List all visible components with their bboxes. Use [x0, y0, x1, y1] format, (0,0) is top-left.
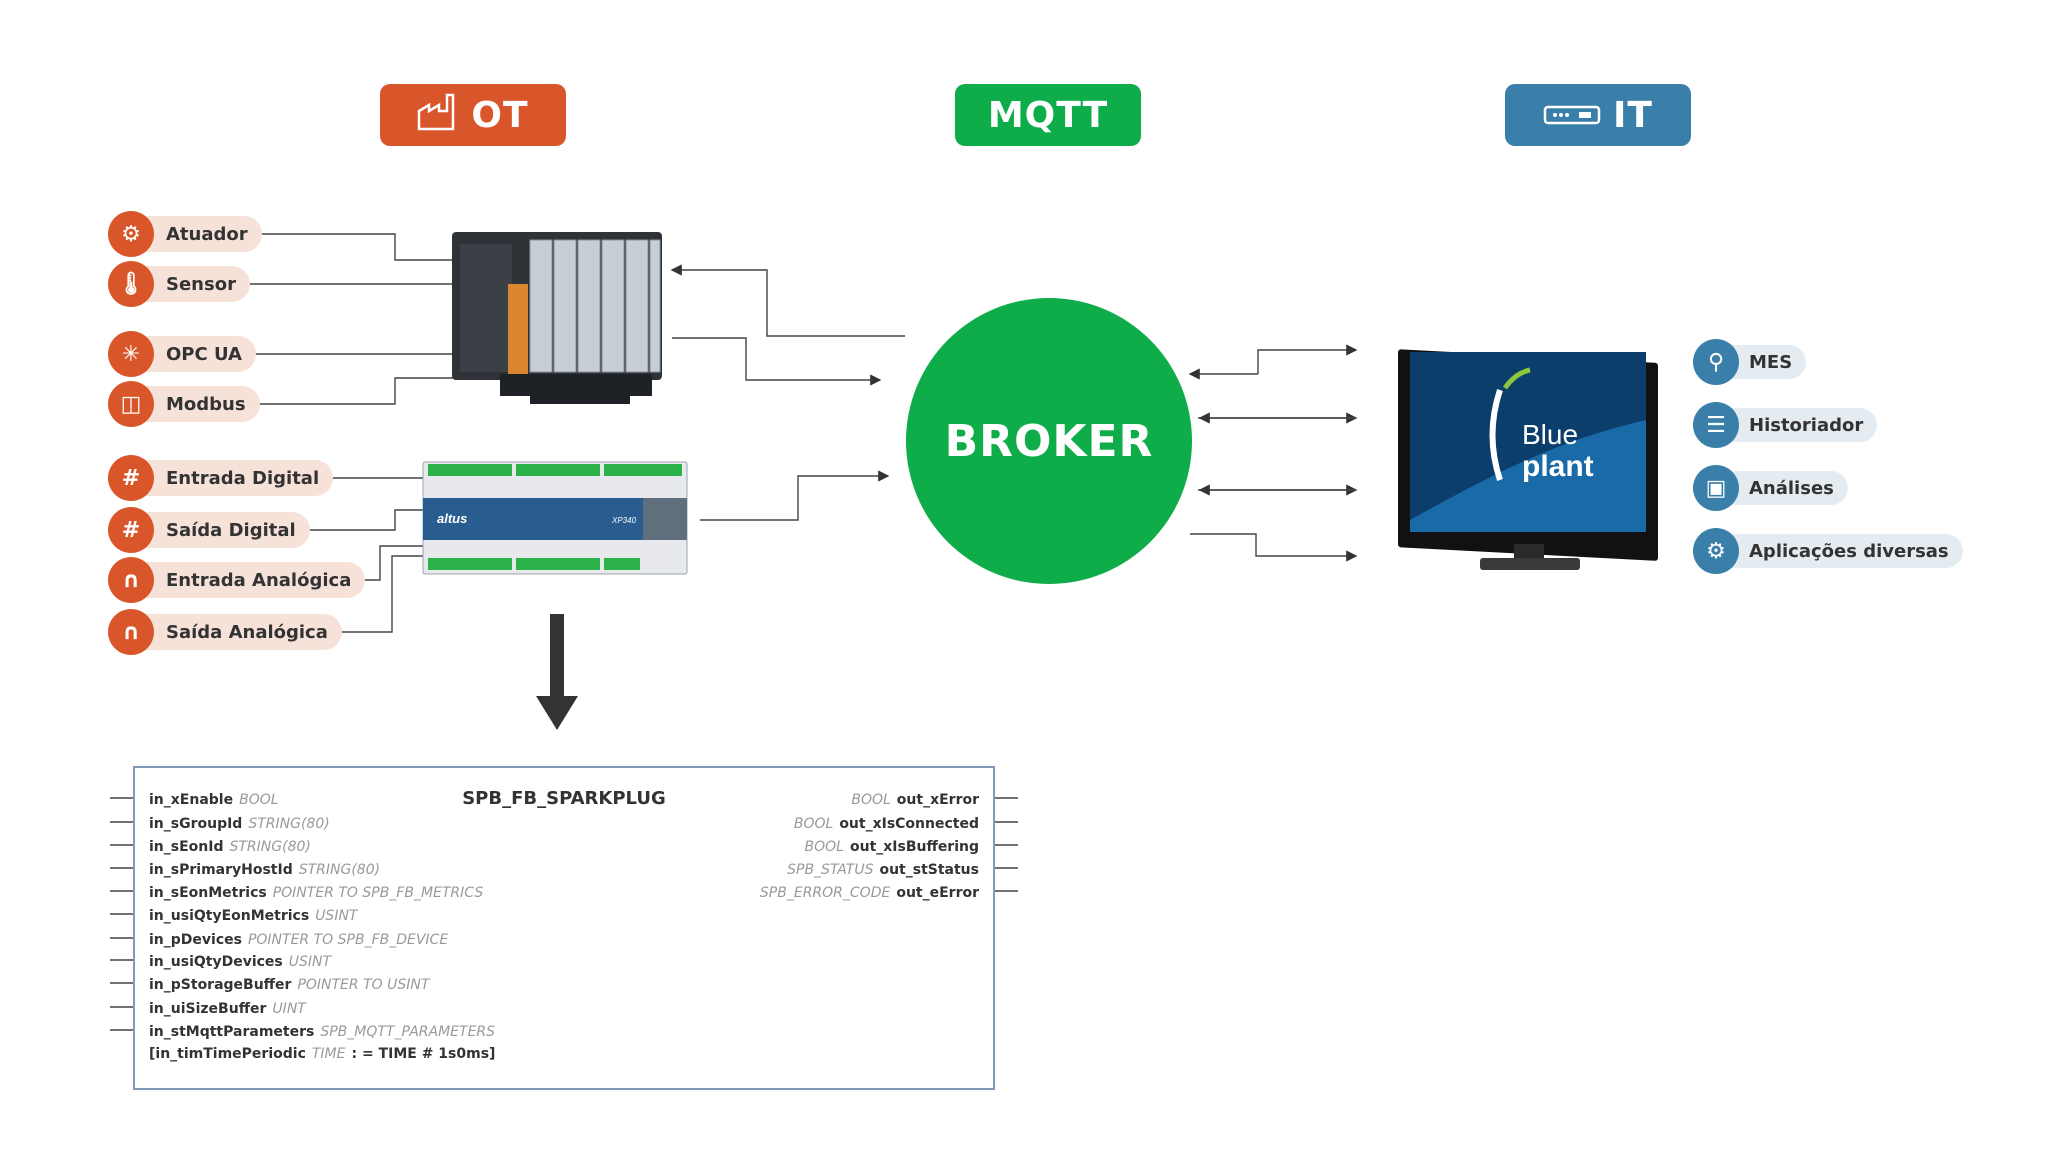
it-app-label: Aplicações diversas [1749, 540, 1949, 562]
it-app-analises: ▣ Análises [1693, 465, 1848, 511]
fb-pin-lines [110, 797, 1018, 1031]
it-app-label: Historiador [1749, 414, 1864, 436]
ot-device-opcua: ✳ OPC UA [108, 331, 256, 377]
digital-output-icon: # [108, 507, 154, 553]
digital-input-icon: # [108, 455, 154, 501]
mqtt-header-label: MQTT [987, 94, 1109, 136]
ot-device-label: Modbus [166, 393, 246, 415]
it-app-label: Análises [1749, 477, 1834, 499]
ot-device-label: OPC UA [166, 343, 242, 365]
rack-plc [452, 232, 662, 404]
compact-controller [422, 461, 688, 575]
modbus-port-icon: ◫ [108, 381, 154, 427]
it-broker-arrows [1188, 344, 1358, 562]
mqtt-broker: BROKER [906, 298, 1192, 584]
function-block-title: SPB_FB_SPARKPLUG [462, 788, 666, 809]
ot-header-badge: OT [380, 84, 566, 146]
mqtt-header-badge: MQTT [955, 84, 1141, 146]
network-hub-icon: ✳ [108, 331, 154, 377]
ot-device-label: Saída Analógica [166, 621, 328, 643]
it-header-label: IT [1613, 94, 1653, 136]
ot-header-label: OT [471, 94, 529, 136]
analog-output-icon: ∩ [108, 609, 154, 655]
ot-device-atuador: ⚙ Atuador [108, 211, 262, 257]
down-arrow [536, 614, 578, 730]
joystick-icon: ⚲ [1693, 339, 1739, 385]
it-app-aplicacoes: ⚙ Aplicações diversas [1693, 528, 1963, 574]
ot-device-label: Entrada Digital [166, 467, 320, 489]
ot-device-saida-digital: # Saída Digital [108, 507, 310, 553]
ot-device-label: Entrada Analógica [166, 569, 352, 591]
settings-gear-icon: ⚙ [1693, 528, 1739, 574]
monitor-logo-line2: plant [1522, 450, 1594, 483]
actuator-icon: ⚙ [108, 211, 154, 257]
controller-model: XP340 [611, 516, 637, 525]
factory-icon [417, 91, 459, 140]
ot-device-entrada-analogica: ∩ Entrada Analógica [108, 557, 366, 603]
monitor-display [1398, 349, 1658, 570]
server-icon [1543, 95, 1601, 136]
ot-device-saida-analogica: ∩ Saída Analógica [108, 609, 342, 655]
ot-device-sensor: 🌡 Sensor [108, 261, 250, 307]
ot-device-label: Saída Digital [166, 519, 296, 541]
broker-label: BROKER [944, 415, 1154, 467]
ot-broker-arrows [670, 264, 905, 521]
ot-device-entrada-digital: # Entrada Digital [108, 455, 334, 501]
it-app-label: MES [1749, 351, 1793, 373]
it-header-badge: IT [1505, 84, 1691, 146]
analytics-monitor-icon: ▣ [1693, 465, 1739, 511]
monitor-logo-line1: Blue [1522, 419, 1578, 450]
ot-device-label: Sensor [166, 273, 236, 295]
analog-input-icon: ∩ [108, 557, 154, 603]
database-icon: ☰ [1693, 402, 1739, 448]
ot-device-modbus: ◫ Modbus [108, 381, 260, 427]
it-app-historiador: ☰ Historiador [1693, 402, 1878, 448]
ot-device-label: Atuador [166, 223, 248, 245]
controller-brand: altus [437, 511, 467, 526]
it-app-mes: ⚲ MES [1693, 339, 1807, 385]
thermometer-icon: 🌡 [108, 261, 154, 307]
